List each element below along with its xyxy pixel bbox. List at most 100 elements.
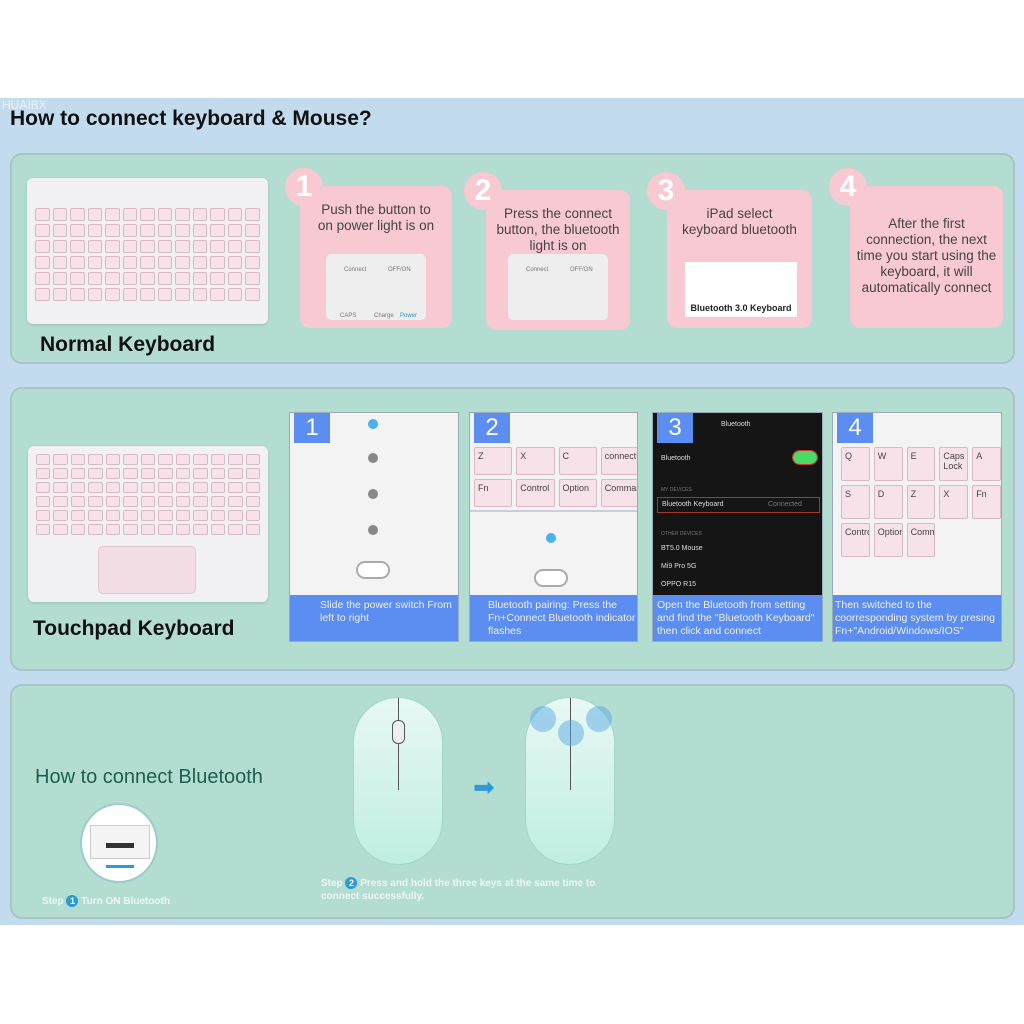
off-on-label: OFF/ON xyxy=(388,267,411,273)
key: Control xyxy=(841,523,870,557)
step-text: Press and hold the three keys at the sam… xyxy=(321,878,596,902)
key xyxy=(36,510,51,521)
bluetooth-toggle[interactable] xyxy=(792,450,818,465)
key xyxy=(210,240,225,253)
key xyxy=(140,468,156,479)
key xyxy=(228,524,243,535)
key xyxy=(158,496,173,507)
key xyxy=(192,272,208,285)
key xyxy=(123,510,138,521)
indicator-light xyxy=(368,453,378,463)
key: Z xyxy=(474,447,513,475)
my-devices-label: MY DEVICES xyxy=(661,487,692,493)
key xyxy=(175,288,190,301)
key xyxy=(35,288,50,301)
step-2-instruction: Step 2 Press and hold the three keys at … xyxy=(321,877,621,903)
charge-label: Charge xyxy=(374,313,394,319)
bt-toggle-label: Bluetooth xyxy=(661,455,691,462)
key: Command xyxy=(600,479,637,507)
touchpad-step-2: ZXCconnectFnControlOptionCommand 2 Bluet… xyxy=(469,412,638,642)
key xyxy=(52,208,68,221)
key xyxy=(228,454,243,465)
key xyxy=(175,454,191,465)
power-switch xyxy=(534,569,568,587)
key xyxy=(157,224,173,237)
key xyxy=(105,272,120,285)
key xyxy=(245,454,260,465)
press-indicator xyxy=(558,720,584,746)
key xyxy=(140,482,156,493)
connect-label: Connect xyxy=(526,267,549,273)
key: X xyxy=(939,485,969,519)
device-row[interactable]: BT5.0 Mouse xyxy=(661,545,703,552)
key: Control xyxy=(516,479,555,507)
key xyxy=(140,256,155,269)
key xyxy=(158,510,173,521)
divider xyxy=(470,510,637,512)
key xyxy=(245,224,260,237)
device-row[interactable]: Mi9 Pro 5G xyxy=(661,563,697,570)
normal-step-2: Press the connect button, the bluetooth … xyxy=(486,190,630,330)
mouse-panel xyxy=(10,684,1015,919)
press-indicator xyxy=(530,706,556,732)
key xyxy=(245,240,260,253)
key xyxy=(140,510,156,521)
key xyxy=(175,224,190,237)
mouse-heading: How to connect Bluetooth xyxy=(35,766,263,788)
key xyxy=(227,224,243,237)
key xyxy=(228,510,243,521)
key xyxy=(88,524,103,535)
key xyxy=(35,224,50,237)
key xyxy=(140,208,155,221)
key xyxy=(140,496,156,507)
step-text: iPad select keyboard bluetooth xyxy=(682,206,797,237)
mouse-image xyxy=(353,697,443,865)
step-number: 2 xyxy=(345,877,358,889)
key xyxy=(52,224,68,237)
key xyxy=(227,272,243,285)
key xyxy=(245,510,260,521)
key xyxy=(105,510,121,521)
key: A xyxy=(972,447,1001,481)
key xyxy=(245,496,260,507)
key xyxy=(210,224,225,237)
key xyxy=(70,510,86,521)
key xyxy=(123,454,138,465)
device-name: Bluetooth Keyboard xyxy=(662,501,724,508)
key xyxy=(87,272,103,285)
normal-keyboard-image xyxy=(27,178,268,324)
key xyxy=(140,240,155,253)
key xyxy=(175,272,190,285)
key xyxy=(210,482,226,493)
key xyxy=(157,272,173,285)
step-number: 1 xyxy=(294,413,330,443)
step-number: 4 xyxy=(837,413,873,443)
key xyxy=(157,240,173,253)
key: C xyxy=(558,447,597,475)
mouse-pressed-image xyxy=(525,697,615,865)
key xyxy=(210,524,226,535)
key xyxy=(158,524,173,535)
indicator-light xyxy=(368,419,378,429)
device-name[interactable]: Bluetooth 3.0 Keyboard xyxy=(690,303,792,313)
step-text: Push the button to on power light is on xyxy=(317,202,435,233)
key xyxy=(175,256,190,269)
key: Option xyxy=(558,479,597,507)
key xyxy=(175,510,191,521)
connect-label: Connect xyxy=(344,267,367,273)
key xyxy=(105,288,120,301)
key xyxy=(87,256,103,269)
key xyxy=(210,496,226,507)
key xyxy=(245,288,260,301)
step-text: Press the connect button, the bluetooth … xyxy=(496,206,620,253)
key xyxy=(122,288,138,301)
key xyxy=(140,224,155,237)
key xyxy=(105,468,121,479)
step-caption: Slide the power switch From left to righ… xyxy=(290,595,458,641)
off-on-label: OFF/ON xyxy=(570,267,593,273)
device-row[interactable]: OPPO R15 xyxy=(661,581,697,588)
step-number: 2 xyxy=(464,172,502,210)
key: W xyxy=(873,447,903,481)
key xyxy=(36,468,51,479)
